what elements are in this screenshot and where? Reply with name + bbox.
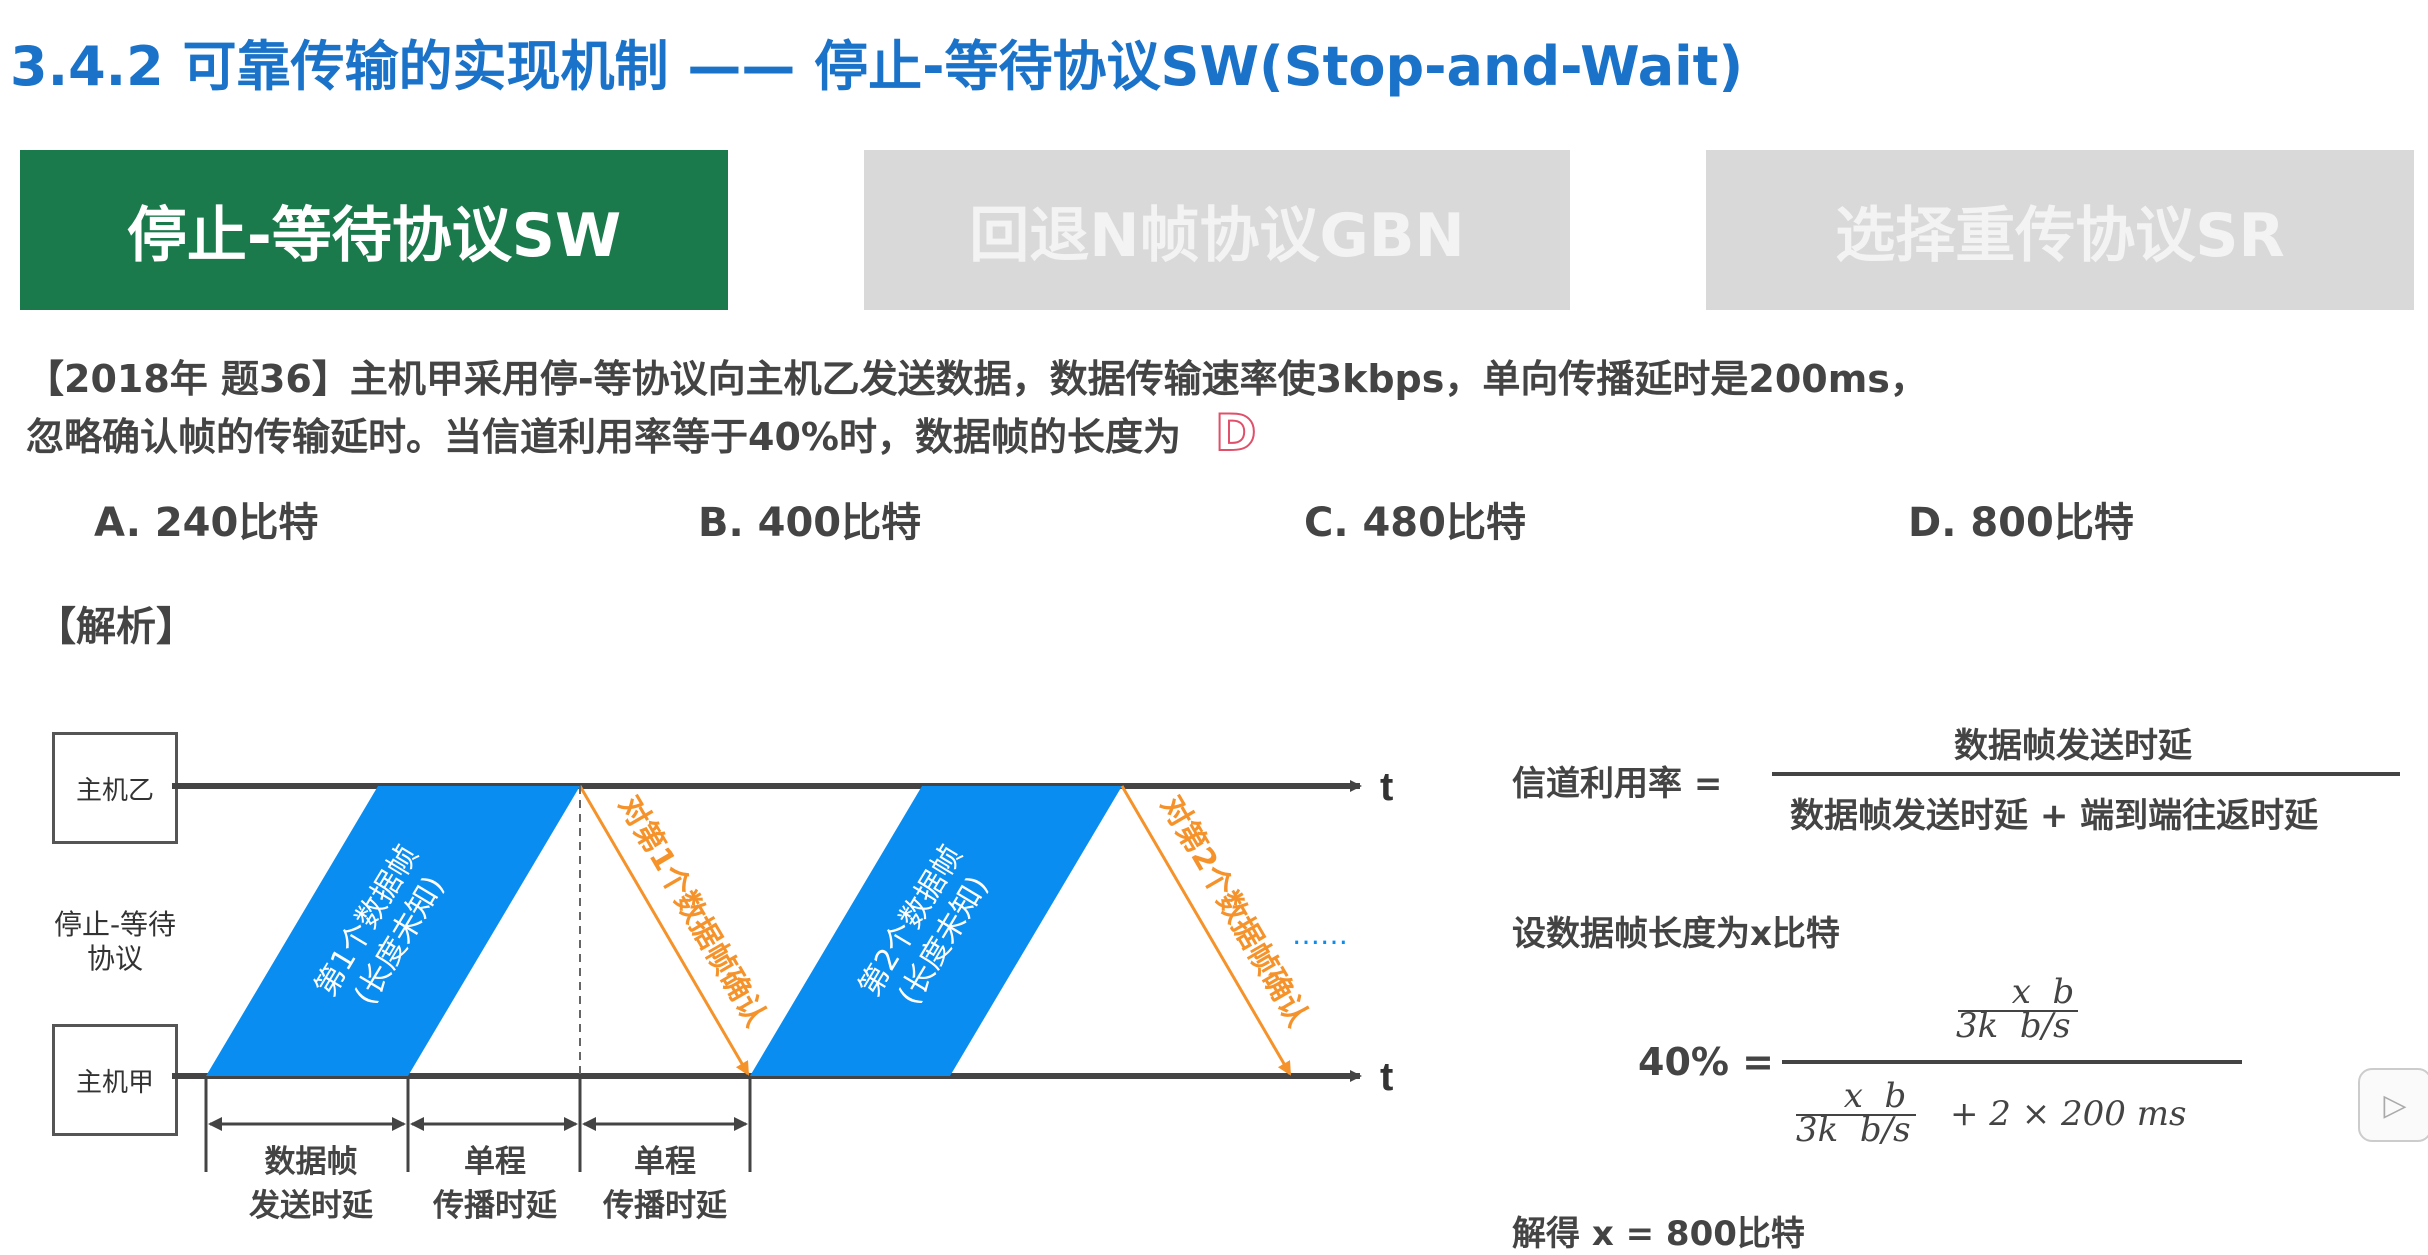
- ack-1-arrow: [578, 785, 750, 1076]
- segment-send-delay: 数据帧 发送时延: [216, 1140, 406, 1228]
- protocol-label: 停止-等待 协议: [40, 908, 190, 976]
- utilization-denominator: 数据帧发送时延 + 端到端往返时延: [1790, 796, 2319, 836]
- num-bs: b/s: [2019, 1006, 2071, 1046]
- play-icon: ▷: [2383, 1087, 2407, 1123]
- num-x: x: [2011, 972, 2031, 1012]
- assume-text: 设数据帧长度为x比特: [1512, 914, 1840, 954]
- option-d: D. 800比特: [1908, 500, 2134, 546]
- frame-2-shape: [750, 786, 1122, 1076]
- side-play-button[interactable]: ▷: [2358, 1068, 2428, 1142]
- den-3k-bs: 3k b/s: [1796, 1110, 1936, 1150]
- tab-gbn[interactable]: 回退N帧协议GBN: [864, 150, 1570, 310]
- page-title: 3.4.2 可靠传输的实现机制 —— 停止-等待协议SW(Stop-and-Wa…: [10, 35, 1744, 98]
- den-x-b: x b: [1820, 1076, 1930, 1116]
- segment-prop-delay-2: 单程 传播时延: [582, 1140, 748, 1228]
- segment-prop-delay-1-line-2: 传播时延: [433, 1188, 557, 1224]
- den-bs: b/s: [1859, 1110, 1911, 1150]
- num-3k: 3k: [1956, 1006, 1999, 1046]
- timing-diagram: t t 第1个数据帧 (长度未知) 第2个数据帧 (长度未知) 对第1个数据帧确…: [172, 765, 1393, 1172]
- num-inner-bar: [1958, 1010, 2078, 1012]
- frame-1-shape: [206, 786, 580, 1076]
- utilization-label: 信道利用率 =: [1512, 764, 1723, 804]
- question-line-2-text: 忽略确认帧的传输延时。当信道利用率等于40%时，数据帧的长度为: [26, 415, 1181, 459]
- ack-2-label: 对第2个数据帧确认: [1153, 790, 1315, 1033]
- question-line-1: 【2018年 题36】主机甲采用停-等协议向主机乙发送数据，数据传输速率使3kb…: [26, 357, 1928, 401]
- fraction-bar-1: [1772, 772, 2400, 776]
- tab-sr[interactable]: 选择重传协议SR: [1706, 150, 2414, 310]
- segment-send-delay-line-2: 发送时延: [249, 1188, 373, 1224]
- den-x: x: [1843, 1076, 1863, 1116]
- result-text: 解得 x = 800比特: [1512, 1214, 1805, 1254]
- segment-prop-delay-2-line-2: 传播时延: [603, 1188, 727, 1224]
- option-b: B. 400比特: [698, 500, 922, 546]
- den-b: b: [1884, 1076, 1907, 1116]
- tab-sw[interactable]: 停止-等待协议SW: [20, 150, 728, 310]
- host-a-box: 主机甲: [52, 1024, 178, 1136]
- num-3k-bs: 3k b/s: [1956, 1006, 2096, 1046]
- den-3k: 3k: [1796, 1110, 1839, 1150]
- segment-prop-delay-1: 单程 传播时延: [412, 1140, 578, 1228]
- segment-prop-delay-1-line-1: 单程: [464, 1144, 526, 1180]
- host-b-box: 主机乙: [52, 732, 178, 844]
- ellipsis: ……: [1292, 918, 1348, 951]
- time-label-bottom: t: [1380, 1055, 1393, 1099]
- analysis-heading: 【解析】: [36, 604, 196, 650]
- question-line-2: 忽略确认帧的传输延时。当信道利用率等于40%时，数据帧的长度为 D: [26, 403, 1257, 463]
- segment-send-delay-line-1: 数据帧: [264, 1144, 358, 1180]
- num-x-b: x b: [1988, 972, 2098, 1012]
- ack-1-label: 对第1个数据帧确认: [611, 790, 773, 1033]
- ack-2-arrow: [1120, 785, 1292, 1076]
- segment-prop-delay-2-line-1: 单程: [634, 1144, 696, 1180]
- utilization-numerator: 数据帧发送时延: [1954, 726, 2192, 766]
- option-c: C. 480比特: [1304, 500, 1526, 546]
- time-label-top: t: [1380, 765, 1393, 809]
- option-a: A. 240比特: [94, 500, 319, 546]
- protocol-label-line-1: 停止-等待: [53, 908, 177, 941]
- den-inner-bar: [1796, 1114, 1916, 1116]
- den-plus-part: + 2 × 200 ms: [1950, 1094, 2187, 1134]
- num-b: b: [2052, 972, 2075, 1012]
- protocol-label-line-2: 协议: [86, 942, 143, 975]
- equation-lhs: 40% =: [1638, 1040, 1775, 1084]
- answer-mark: D: [1214, 403, 1257, 463]
- fraction-bar-2: [1782, 1060, 2242, 1064]
